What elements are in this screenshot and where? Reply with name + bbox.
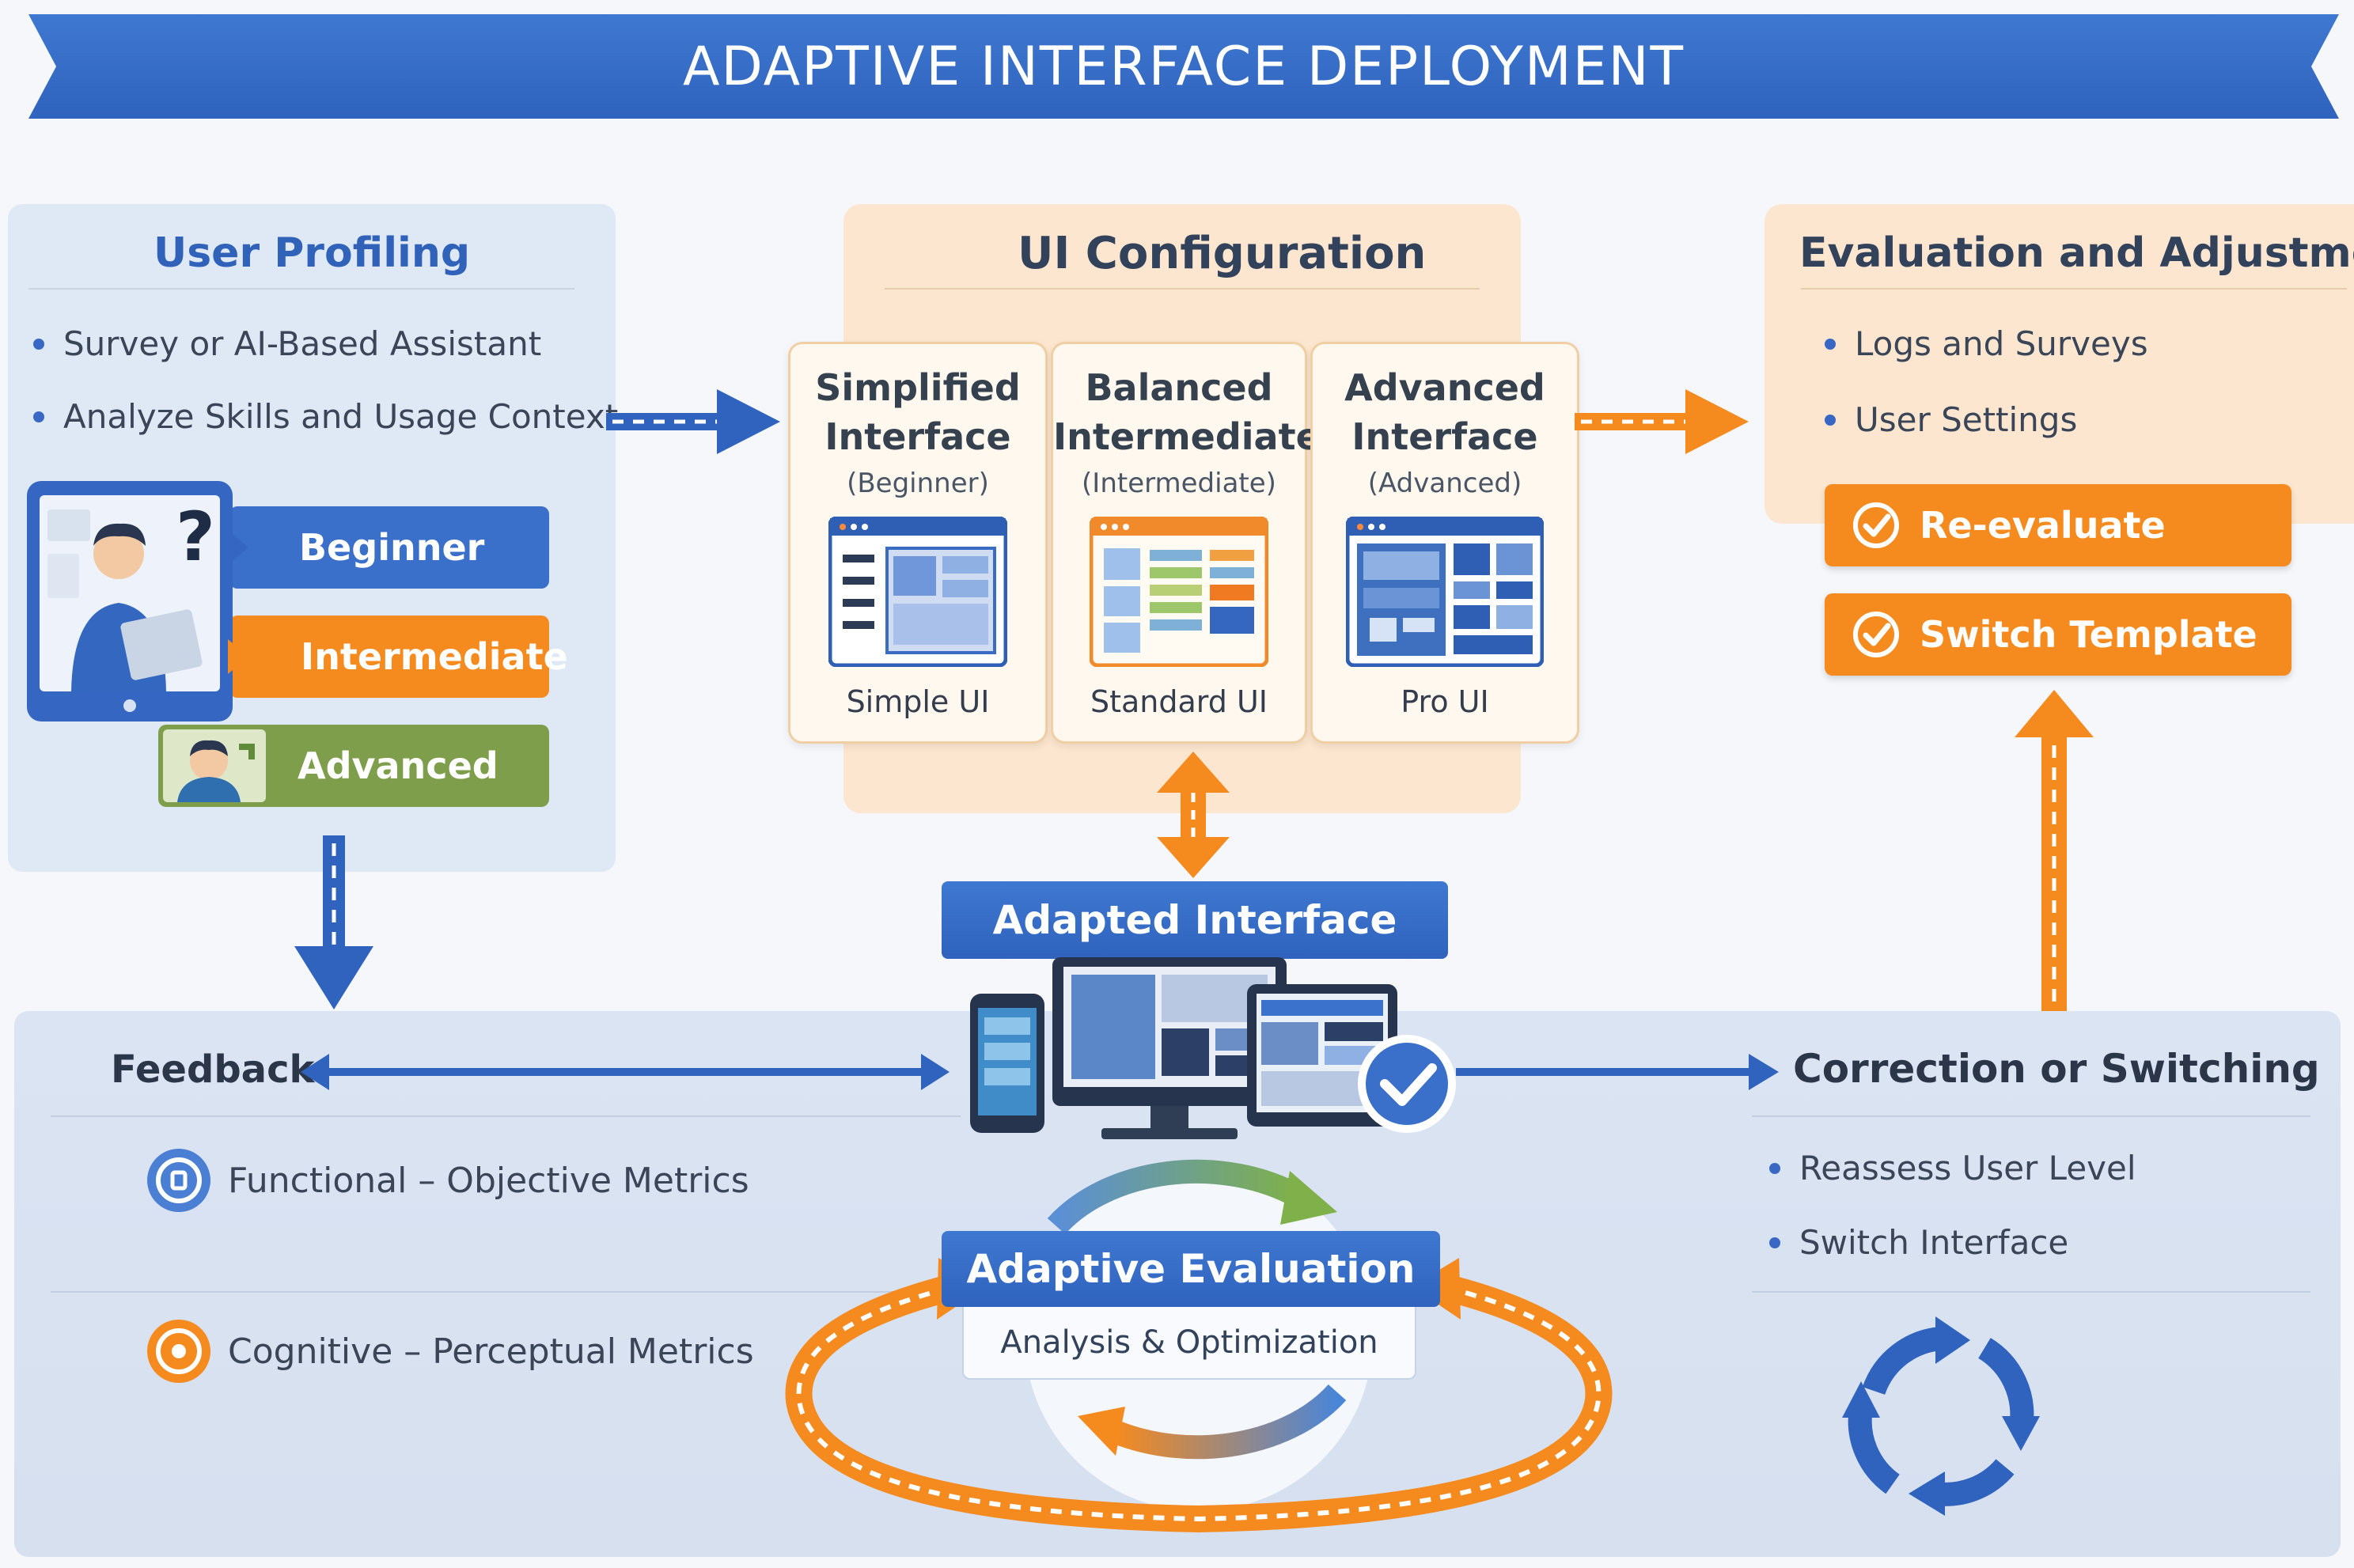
bullet-text: Survey or AI-Based Assistant [63,324,542,363]
level-beginner: Beginner [229,506,549,589]
feedback-label: Feedback [111,1047,315,1092]
switch-template-button[interactable]: Switch Template [1825,593,2291,676]
refresh-cycle-icon [1842,1316,2040,1516]
button-label: Switch Template [1920,613,2257,656]
divider [1752,1291,2310,1293]
card-title-line: Interface [1351,415,1538,458]
bullet-text: Analyze Skills and Usage Context [63,397,619,436]
divider [885,288,1480,290]
metric-label: Cognitive – Perceptual Metrics [228,1331,754,1372]
ui-configuration-title: UI Configuration [1018,228,1427,279]
divider [51,1115,961,1117]
dashed-arrow-right-icon [606,389,780,454]
level-intermediate: Intermediate [229,615,568,698]
bidirectional-arrow-icon [301,1054,950,1090]
metric-label: Functional – Objective Metrics [228,1160,749,1201]
card-title-line: Advanced [1344,366,1545,409]
bullet-dot [1825,338,1836,350]
level-label: Intermediate [301,635,568,678]
ui-card-simple: Simplified Interface (Beginner) Simple U… [788,342,1048,744]
card-title-line: Simplified [815,366,1021,409]
card-title-line: Balanced [1085,366,1273,409]
correction-bullet: Reassess User Level [1769,1149,2136,1187]
card-footer: Standard UI [1090,684,1268,719]
ui-card-pro: Advanced Interface (Advanced) Pro UI [1310,342,1579,744]
user-profiling-bullet: Survey or AI-Based Assistant [33,324,541,363]
divider [28,288,574,290]
dashed-arrow-right-icon [1575,389,1749,454]
tablet-pointer-icon [228,530,248,565]
simple-ui-icon [828,517,1007,667]
divider [1801,288,2347,290]
bullet-dot [1769,1237,1780,1248]
level-label: Advanced [298,744,498,787]
card-title: Balanced Intermediate [1053,363,1321,461]
adapted-interface-box: Adapted Interface [942,881,1448,959]
card-title: Simplified Interface [790,363,1045,461]
evaluation-bullet: Logs and Surveys [1825,324,2148,363]
bullet-text: Reassess User Level [1799,1149,2136,1187]
svg-text:?: ? [176,498,215,577]
card-title-line: Interface [824,415,1011,458]
tablet-pointer-icon [228,639,248,674]
box-label: Adapted Interface [992,897,1397,943]
tablet-user-icon: ? [27,481,233,722]
button-label: Re-evaluate [1920,504,2166,547]
divider [1752,1115,2310,1117]
evaluation-title: Evaluation and Adjustment [1799,229,2354,277]
evaluation-bullet: User Settings [1825,400,2077,439]
dashed-arrow-down-icon [294,835,373,1009]
card-footer: Simple UI [846,684,990,719]
bullet-dot [33,338,44,350]
re-evaluate-button[interactable]: Re-evaluate [1825,484,2291,566]
target-icon [147,1320,210,1383]
title-banner: ADAPTIVE INTERFACE DEPLOYMENT [28,14,2339,119]
correction-bullet: Switch Interface [1769,1223,2068,1262]
standard-ui-icon [1090,517,1268,667]
correction-label: Correction or Switching [1793,1046,2320,1092]
level-label: Beginner [299,526,485,569]
bullet-dot [1769,1162,1780,1174]
adaptive-evaluation-box: Adaptive Evaluation [942,1231,1440,1307]
card-title: Advanced Interface [1313,363,1577,461]
bidirectional-arrow-icon [1157,752,1230,878]
box-subtitle: Analysis & Optimization [1000,1324,1378,1361]
functional-metric: Functional – Objective Metrics [144,1146,749,1215]
evaluation-panel [1765,204,2354,524]
arrow-right-icon [1456,1054,1779,1090]
bullet-text: Logs and Surveys [1855,324,2148,363]
bullet-dot [33,411,44,422]
card-level: (Beginner) [847,468,989,499]
box-label: Adaptive Evaluation [966,1246,1416,1292]
multi-device-icon [970,957,1456,1139]
user-profiling-title: User Profiling [154,229,471,277]
card-level: (Advanced) [1367,468,1522,499]
pro-ui-icon [1346,517,1544,667]
check-circle-icon [1853,502,1899,548]
card-footer: Pro UI [1401,684,1489,719]
dashed-arrow-up-icon [2015,690,2094,1011]
card-title-line: Intermediate [1053,415,1321,458]
user-profiling-bullet: Analyze Skills and Usage Context [33,397,618,436]
advanced-user-avatar [163,729,266,802]
card-level: (Intermediate) [1082,468,1276,499]
page-title: ADAPTIVE INTERFACE DEPLOYMENT [683,35,1685,98]
ui-card-standard: Balanced Intermediate (Intermediate) Sta… [1051,342,1321,744]
divider [51,1291,961,1293]
cognitive-metric: Cognitive – Perceptual Metrics [144,1316,754,1386]
adaptive-evaluation-subtitle-box: Analysis & Optimization [962,1307,1416,1380]
bullet-text: User Settings [1855,400,2078,439]
target-icon [147,1149,210,1212]
bullet-dot [1825,414,1836,426]
check-circle-icon [1853,612,1899,657]
bullet-text: Switch Interface [1799,1223,2069,1262]
